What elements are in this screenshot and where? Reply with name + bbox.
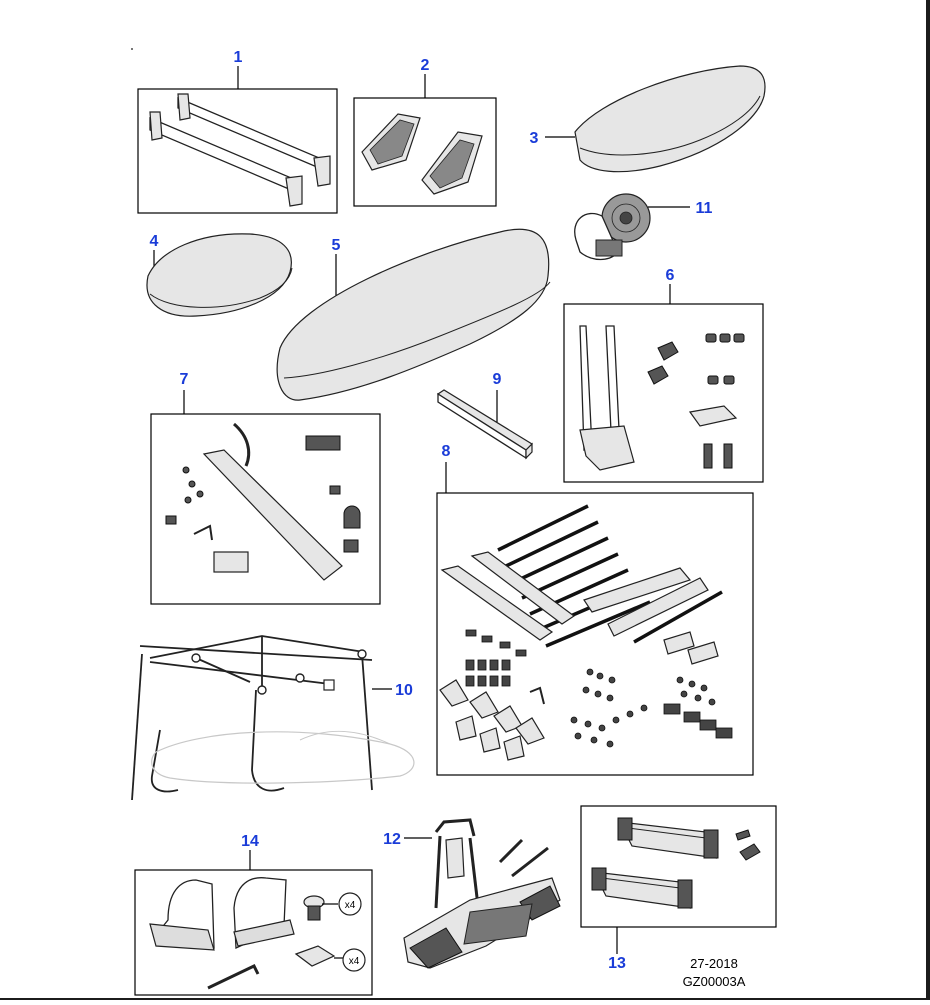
roof-box-3-shell — [575, 66, 765, 172]
callout-13: 13 — [608, 955, 626, 972]
part-8-crossbar-kit — [437, 462, 753, 775]
quantity-washers: x4 — [349, 956, 360, 967]
callout-14: 14 — [241, 833, 259, 850]
callout-10: 10 — [395, 682, 413, 699]
callout-9: 9 — [493, 371, 502, 388]
callout-2: 2 — [421, 57, 430, 74]
quantity-screws: x4 — [345, 900, 356, 911]
roof-bar-front — [150, 118, 296, 192]
callout-4: 4 — [150, 233, 159, 250]
part-1-frame — [138, 89, 337, 213]
footer-code: GZ00003A — [683, 974, 746, 989]
part-14-mounting-kit — [135, 850, 372, 995]
part-2-foot-pads — [354, 74, 496, 206]
part-13-ski-carrier — [581, 806, 776, 954]
part-7-wheel-rail — [151, 390, 380, 604]
part-9-rail-profile — [438, 390, 532, 458]
part-3-roof-box — [545, 66, 765, 172]
roof-box-4-shell — [147, 234, 291, 316]
callout-6: 6 — [666, 267, 675, 284]
part-1-roof-bars — [138, 66, 337, 213]
part-5-roof-box — [277, 229, 550, 400]
roof-bar-rear — [178, 98, 324, 170]
callout-3: 3 — [530, 130, 539, 147]
callout-11: 11 — [696, 200, 713, 217]
callout-5: 5 — [332, 237, 341, 254]
part-4-roof-box — [147, 234, 292, 316]
callout-1: 1 — [234, 49, 243, 66]
part-10-storage-hoist — [132, 636, 414, 800]
part-12-towbar-bike-carrier — [404, 820, 560, 968]
callout-12: 12 — [383, 831, 401, 848]
page-edge-right — [926, 0, 930, 1000]
washer-icon — [296, 946, 334, 966]
footer-date: 27-2018 — [690, 956, 738, 971]
callout-8: 8 — [442, 443, 451, 460]
part-13-frame — [581, 806, 776, 927]
roof-box-5-shell — [277, 229, 549, 400]
part-6-bike-holder — [564, 284, 763, 482]
callout-7: 7 — [180, 371, 189, 388]
part-11-strap — [575, 194, 690, 260]
